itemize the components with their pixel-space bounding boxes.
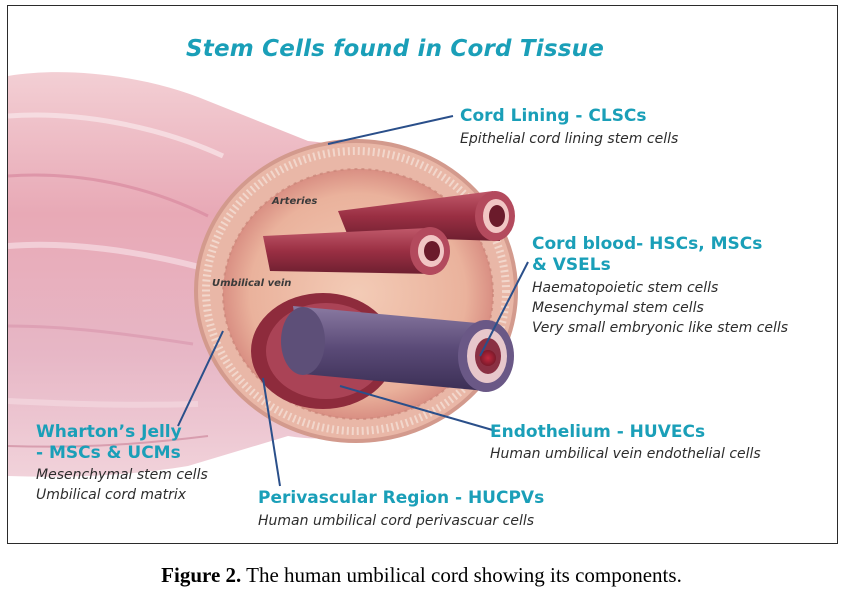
endothelium-heading: Endothelium - HUVECs <box>490 422 706 442</box>
artery-lower <box>263 227 450 275</box>
perivascular-desc: Human umbilical cord perivascuar cells <box>258 513 535 529</box>
leader-lines <box>177 115 529 487</box>
perivascular-heading: Perivascular Region - HUCPVs <box>258 488 545 508</box>
figure-frame: Stem Cells found in Cord Tissue Arteries… <box>7 5 838 544</box>
whartons-jelly-desc-1: Mesenchymal stem cells <box>36 467 208 483</box>
cord-blood-heading-2: & VSELs <box>532 255 611 275</box>
cord-lining-desc: Epithelial cord lining stem cells <box>460 131 679 147</box>
cord-lining-heading: Cord Lining - CLSCs <box>460 106 647 126</box>
whartons-jelly-desc-2: Umbilical cord matrix <box>36 487 187 503</box>
diagram-title: Stem Cells found in Cord Tissue <box>186 36 604 62</box>
cord-blood-desc-1: Haematopoietic stem cells <box>532 280 719 296</box>
arteries-label: Arteries <box>272 196 318 207</box>
cord-blood-desc-2: Mesenchymal stem cells <box>532 300 704 316</box>
artery-upper <box>338 191 515 241</box>
umbilical-vein <box>281 306 514 392</box>
umbilical-vein-label: Umbilical vein <box>212 278 292 289</box>
umbilical-cord-illustration <box>8 72 529 487</box>
cord-blood-desc-3: Very small embryonic like stem cells <box>532 320 789 336</box>
whartons-jelly-heading-2: - MSCs & UCMs <box>36 443 181 463</box>
figure-caption: Figure 2. The human umbilical cord showi… <box>0 563 843 588</box>
cord-blood-heading-1: Cord blood- HSCs, MSCs <box>532 234 763 254</box>
figure-caption-prefix: Figure 2. <box>161 563 242 587</box>
whartons-jelly-heading-1: Wharton’s Jelly <box>36 422 182 442</box>
endothelium-desc: Human umbilical vein endothelial cells <box>490 446 761 462</box>
figure-caption-text: The human umbilical cord showing its com… <box>241 563 682 587</box>
